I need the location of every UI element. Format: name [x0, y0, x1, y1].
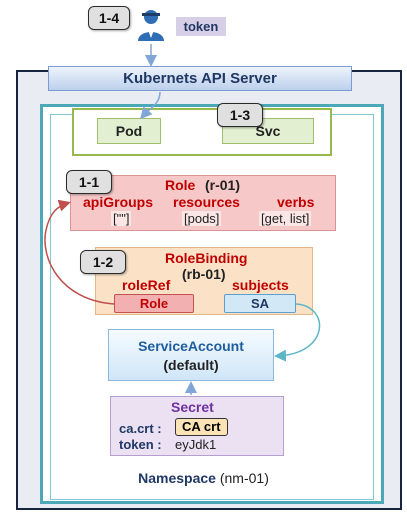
rolebinding-subjects-header: subjects	[232, 277, 289, 293]
secret-title: Secret	[171, 399, 214, 415]
namespace-title: Namespace	[138, 470, 216, 486]
role-name: (r-01)	[205, 177, 241, 193]
secret-box: Secret ca.crt : CA crt token : eyJdk1	[110, 396, 284, 456]
roleref-to-role-arrow	[44, 199, 115, 305]
api-server-bar: Kubernets API Server	[48, 66, 352, 91]
step-1-3-badge: 1-3	[217, 103, 263, 127]
step-1-1-badge: 1-1	[66, 170, 112, 194]
user-icon	[138, 10, 164, 41]
rolebinding-name: (rb-01)	[182, 266, 226, 282]
token-label: token	[176, 17, 226, 36]
subjects-to-sa-arrow	[274, 303, 321, 362]
role-title: Role	[165, 177, 196, 193]
role-verbs-value: [get, list]	[259, 211, 312, 226]
secret-ca-value: CA crt	[175, 418, 228, 436]
service-account-name: (default)	[163, 357, 219, 373]
service-account-box: ServiceAccount (default)	[108, 329, 274, 381]
role-resources-header: resources	[173, 194, 240, 210]
role-box: Role (r-01) apiGroups resources verbs ["…	[70, 175, 336, 231]
role-resources-value: [pods]	[182, 211, 222, 226]
secret-token-label: token :	[119, 437, 162, 452]
role-verbs-header: verbs	[277, 194, 315, 210]
namespace-label: Namespace (nm-01)	[0, 470, 407, 486]
pod-box: Pod	[97, 118, 161, 144]
step-1-4-badge: 1-4	[88, 6, 130, 30]
rolebinding-roleref-header: roleRef	[122, 277, 171, 293]
rolebinding-title: RoleBinding	[165, 250, 248, 266]
role-apigroups-header: apiGroups	[83, 194, 154, 210]
role-apigroups-value: [""]	[111, 211, 132, 226]
subjects-sa-pill: SA	[224, 294, 296, 313]
api-to-pod-arrow	[140, 91, 161, 120]
service-account-title: ServiceAccount	[138, 338, 244, 354]
namespace-name: (nm-01)	[219, 470, 269, 486]
roleref-role-pill: Role	[114, 294, 194, 313]
step-1-2-badge: 1-2	[80, 250, 126, 274]
secret-ca-label: ca.crt :	[119, 421, 162, 436]
secret-token-value: eyJdk1	[175, 437, 217, 452]
svc-box: Svc	[222, 118, 314, 144]
